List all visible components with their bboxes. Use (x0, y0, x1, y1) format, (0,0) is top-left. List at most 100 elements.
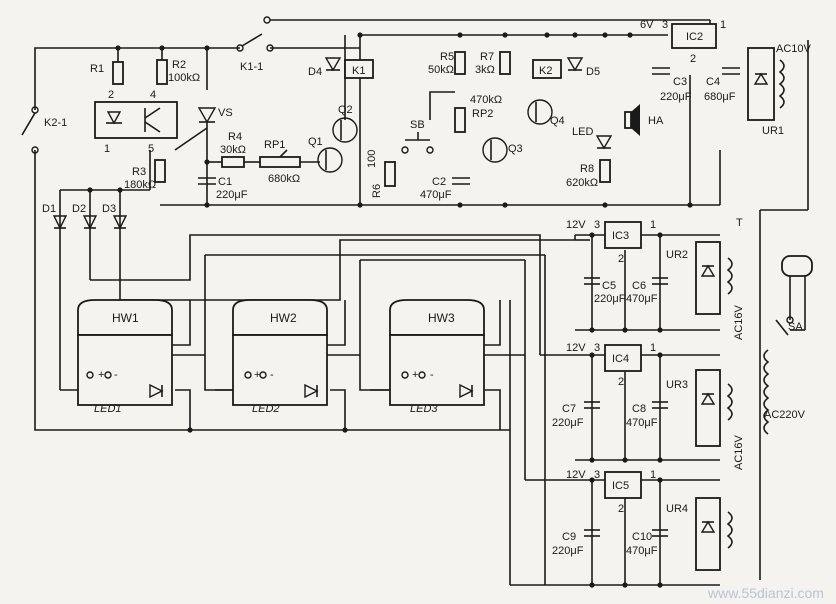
c3-value: 220μF (660, 91, 692, 103)
ur4-label: UR4 (666, 503, 688, 515)
resistor-r2: R2 100kΩ (156, 59, 200, 85)
indicator-led: LED (572, 126, 613, 150)
switch-sb[interactable]: SB (401, 119, 434, 154)
c3-label: C3 (673, 76, 687, 88)
c5-label: C5 (602, 280, 616, 292)
ic4-label: IC4 (612, 353, 629, 365)
led3-label: LED3 (410, 403, 438, 415)
regulator-ic4: IC4 12V 3 1 2 C7 220μF C8 470μF (552, 342, 668, 429)
resistor-r4: R4 30kΩ (207, 131, 260, 168)
potentiometer-rp1: RP1 680kΩ (259, 139, 320, 185)
rp2-value: 470kΩ (470, 94, 502, 106)
c7-label: C7 (562, 403, 576, 415)
ur1-label: UR1 (762, 125, 784, 137)
resistor-r8: R8 620kΩ (566, 159, 611, 189)
q1-label: Q1 (308, 136, 323, 148)
ha-label: HA (648, 115, 664, 127)
hw3-minus: - (430, 369, 434, 381)
pin-1: 1 (104, 143, 110, 155)
c8-label: C8 (632, 403, 646, 415)
switch-k2-1: K2-1 (21, 106, 67, 154)
r8-label: R8 (580, 163, 594, 175)
transistor-q3: Q3 (482, 137, 523, 163)
r7-value: 3kΩ (475, 64, 495, 76)
r5-label: R5 (440, 51, 454, 63)
regulator-ic3: IC3 12V 3 1 2 C5 220μF C6 470μF (566, 219, 668, 305)
ic4-pin2: 2 (618, 376, 624, 388)
d2-label: D2 (72, 203, 86, 215)
bridge-ur4: UR4 (666, 497, 733, 571)
diode-d4: D4 (308, 57, 342, 78)
hw2-minus: - (270, 369, 274, 381)
c8-value: 470μF (626, 417, 658, 429)
relay-k1: K1 (344, 59, 374, 79)
ur2-label: UR2 (666, 249, 688, 261)
ic2-pin3: 3 (662, 19, 668, 31)
sensor-hw3: HW3 + - LED3 (389, 299, 485, 415)
led2-label: LED2 (252, 403, 280, 415)
hw3-label: HW3 (428, 311, 455, 325)
ur3-label: UR3 (666, 379, 688, 391)
k1-label: K1 (352, 65, 365, 77)
r1-label: R1 (90, 63, 104, 75)
ic5-pin3: 3 (594, 469, 600, 481)
k1-1-label: K1-1 (240, 61, 263, 73)
watermark: www.55dianzi.com (707, 585, 824, 601)
ac220-label: AC220V (764, 409, 806, 421)
ic3-label: IC3 (612, 230, 629, 242)
c6-label: C6 (632, 280, 646, 292)
r6-value: 100 (366, 150, 378, 168)
potentiometer-rp2: 470kΩ RP2 (429, 91, 502, 133)
hw1-minus: - (114, 369, 118, 381)
c4-value: 680μF (704, 91, 736, 103)
regulator-ic2: IC2 6V 3 1 2 (640, 19, 726, 65)
rp2-label: RP2 (472, 108, 493, 120)
switch-k1-1: K1-1 (236, 16, 274, 73)
sensor-hw2: HW2 + - LED2 (232, 299, 328, 415)
ic3-pin3: 3 (594, 219, 600, 231)
d1-label: D1 (42, 203, 56, 215)
hw2-label: HW2 (270, 311, 297, 325)
c9-label: C9 (562, 531, 576, 543)
r5-value: 50kΩ (428, 64, 454, 76)
c4-label: C4 (706, 76, 720, 88)
c6-value: 470μF (626, 293, 658, 305)
ic3-pin2: 2 (618, 253, 624, 265)
sb-label: SB (410, 119, 425, 131)
resistor-r3: R3 180kΩ (124, 159, 166, 191)
vs-label: VS (218, 107, 233, 119)
junctions (87, 32, 693, 588)
pin-4: 4 (150, 89, 156, 101)
resistor-r6: 100 R6 (366, 150, 396, 198)
rp1-value: 680kΩ (268, 173, 300, 185)
hw1-plus: + (98, 369, 104, 381)
rp1-label: RP1 (264, 139, 285, 151)
sa-label: SA (788, 321, 803, 333)
c1-value: 220μF (216, 189, 248, 201)
c10-value: 470μF (626, 545, 658, 557)
hw1-label: HW1 (112, 311, 139, 325)
c2-label: C2 (432, 176, 446, 188)
q3-label: Q3 (508, 143, 523, 155)
led-label: LED (572, 126, 593, 138)
r7-label: R7 (480, 51, 494, 63)
ic2-label: IC2 (686, 31, 703, 43)
ac10-label: AC10V (776, 43, 812, 55)
r4-value: 30kΩ (220, 144, 246, 156)
ur2-ac16: AC16V (733, 304, 745, 340)
r3-value: 180kΩ (124, 179, 156, 191)
relay-k2: K2 (532, 59, 562, 79)
r6-label: R6 (371, 184, 383, 198)
ic4-volt: 12V (566, 342, 586, 354)
pin-2: 2 (108, 89, 114, 101)
ic3-pin1: 1 (650, 219, 656, 231)
r8-value: 620kΩ (566, 177, 598, 189)
bridge-ur2: UR2 AC16V (666, 241, 745, 340)
resistor-r7: R7 3kΩ (475, 51, 511, 76)
pin-5: 5 (148, 143, 154, 155)
d4-label: D4 (308, 66, 322, 78)
bridge-ur3: UR3 AC16V (666, 369, 745, 470)
ic5-pin1: 1 (650, 469, 656, 481)
transistor-q1: Q1 (308, 136, 343, 173)
ic4-pin1: 1 (650, 342, 656, 354)
